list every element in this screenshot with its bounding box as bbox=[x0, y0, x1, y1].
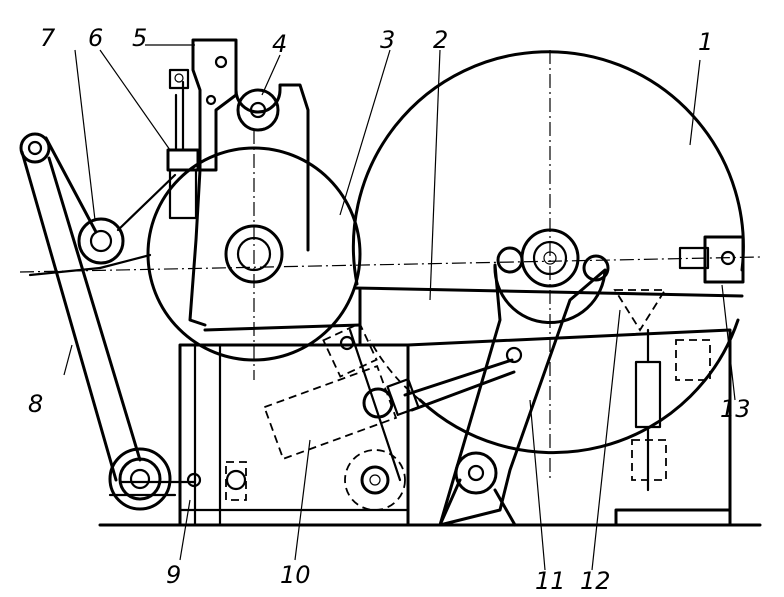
clamp-13 bbox=[678, 235, 745, 284]
label-2: 2 bbox=[433, 26, 448, 54]
upper-plate bbox=[203, 286, 744, 347]
spring-support bbox=[631, 328, 711, 492]
lever-bracket bbox=[188, 38, 238, 327]
label-4: 4 bbox=[272, 30, 287, 58]
pivot-4 bbox=[234, 83, 310, 252]
base-frame bbox=[98, 328, 762, 527]
bottom-left-roller bbox=[108, 447, 177, 511]
large-drum bbox=[351, 50, 745, 480]
pneumatic-cylinder bbox=[166, 68, 200, 220]
label-1: 1 bbox=[698, 28, 713, 56]
roller-7 bbox=[77, 217, 125, 265]
web-path bbox=[28, 173, 177, 277]
leader-lines bbox=[63, 44, 736, 571]
hydraulic-cylinder bbox=[263, 322, 402, 482]
label-6: 6 bbox=[88, 24, 103, 52]
label-7: 7 bbox=[40, 24, 56, 52]
lever-pivot bbox=[438, 451, 517, 527]
label-11: 11 bbox=[535, 567, 566, 595]
label-12: 12 bbox=[580, 567, 611, 595]
label-5: 5 bbox=[132, 24, 147, 52]
center-line bbox=[19, 256, 761, 273]
tension-arm bbox=[19, 132, 142, 482]
swing-lever bbox=[438, 246, 610, 527]
wedge-12 bbox=[613, 289, 667, 332]
label-9: 9 bbox=[166, 561, 181, 589]
label-13: 13 bbox=[720, 395, 751, 423]
label-3: 3 bbox=[380, 26, 395, 54]
medium-drum bbox=[146, 130, 362, 380]
label-8: 8 bbox=[28, 390, 43, 418]
pillar-bolts bbox=[118, 461, 247, 527]
bottom-center-roller bbox=[344, 449, 406, 511]
label-10: 10 bbox=[280, 561, 311, 589]
